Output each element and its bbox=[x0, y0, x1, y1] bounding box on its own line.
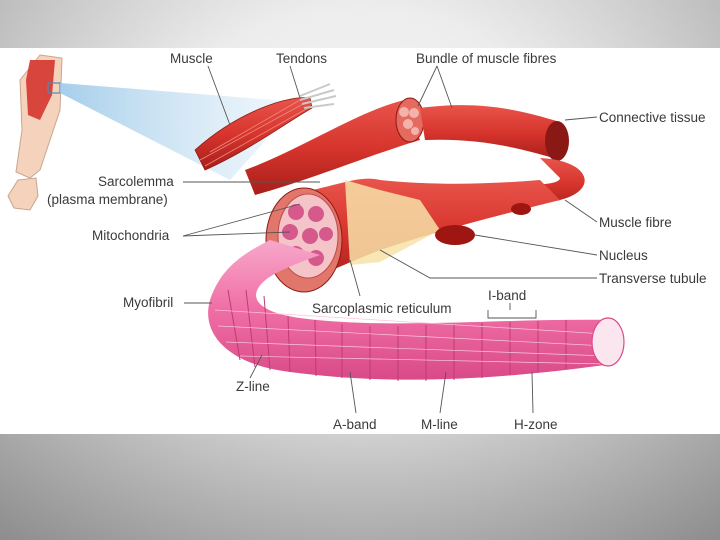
label-h-zone: H-zone bbox=[514, 417, 558, 432]
muscle-fibre-shape bbox=[266, 179, 560, 292]
label-a-band: A-band bbox=[333, 417, 377, 432]
label-muscle: Muscle bbox=[170, 51, 213, 66]
label-z-line: Z-line bbox=[236, 379, 270, 394]
label-myofibril: Myofibril bbox=[123, 295, 173, 310]
label-sarcolemma: Sarcolemma bbox=[98, 174, 174, 189]
label-mitochondria: Mitochondria bbox=[92, 228, 170, 243]
label-plasma-membrane: (plasma membrane) bbox=[47, 192, 168, 207]
label-sarcoplasmic-reticulum: Sarcoplasmic reticulum bbox=[312, 301, 452, 316]
label-tendons: Tendons bbox=[276, 51, 327, 66]
label-i-band: I-band bbox=[488, 288, 526, 303]
label-nucleus: Nucleus bbox=[599, 248, 648, 263]
label-bundle-of-muscle-fibres: Bundle of muscle fibres bbox=[416, 51, 557, 66]
muscle-structure-diagram: Muscle Tendons Bundle of muscle fibres C… bbox=[0, 48, 720, 434]
label-connective-tissue: Connective tissue bbox=[599, 110, 706, 125]
myofibril-end bbox=[592, 318, 624, 366]
nucleus-shape bbox=[435, 225, 475, 245]
label-muscle-fibre: Muscle fibre bbox=[599, 215, 672, 230]
arm-illustration bbox=[8, 55, 62, 210]
label-transverse-tubule: Transverse tubule bbox=[599, 271, 707, 286]
label-m-line: M-line bbox=[421, 417, 458, 432]
